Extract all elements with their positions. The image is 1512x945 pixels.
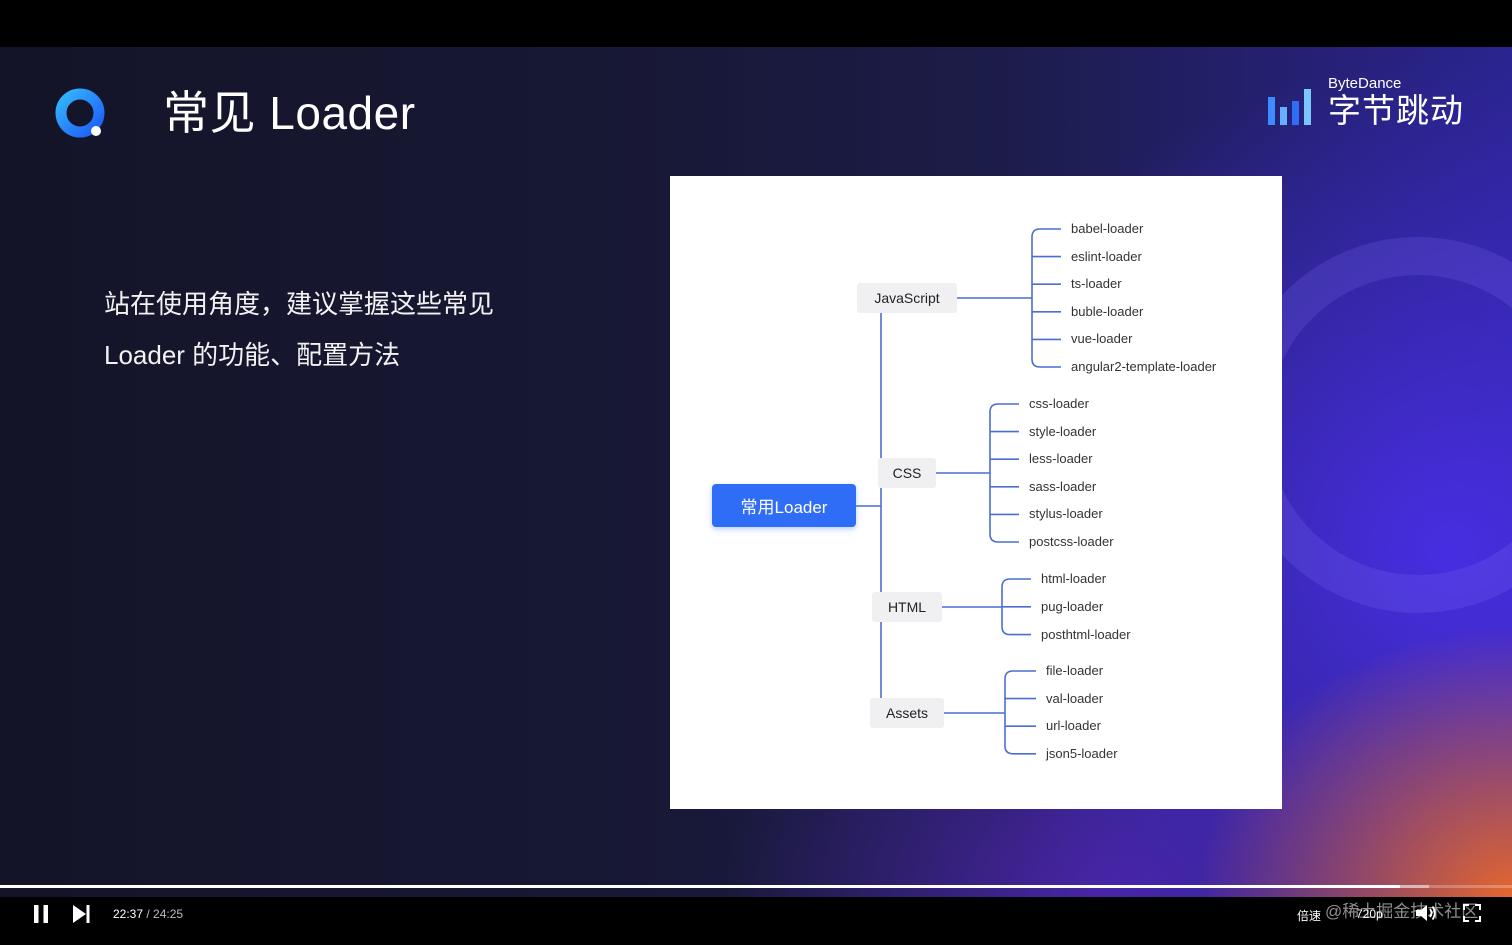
mindmap-category: HTML — [872, 592, 942, 622]
mindmap-leaf: babel-loader — [1071, 221, 1144, 236]
mindmap-leaf: postcss-loader — [1029, 534, 1114, 549]
mindmap-leaf: file-loader — [1046, 663, 1104, 678]
connector-line — [989, 403, 1019, 413]
speed-button[interactable]: 倍速 — [1297, 909, 1322, 923]
description-line: Loader 的功能、配置方法 — [104, 340, 401, 370]
mindmap-leaf: eslint-loader — [1071, 248, 1142, 264]
duration: 24:25 — [153, 907, 184, 921]
connector-line — [1001, 578, 1031, 588]
volume-icon[interactable] — [1414, 902, 1438, 924]
mindmap-leaf: pug-loader — [1041, 598, 1104, 614]
pause-icon[interactable] — [30, 903, 52, 925]
time-display: 22:37 / 24:25 — [113, 907, 183, 921]
brand-chinese: 字节跳动 — [1328, 92, 1464, 129]
connector-line — [1004, 745, 1036, 755]
loader-mindmap: 常用Loader JavaScript babel-loader eslint-lo… — [670, 176, 1282, 809]
mindmap-leaf: url-loader — [1046, 718, 1101, 734]
mindmap-leaf: less-loader — [1029, 451, 1093, 467]
mindmap-leaf: posthtml-loader — [1041, 626, 1131, 642]
player-controls: 22:37 / 24:25 倍速 720p @稀土掘金技术社区 — [0, 885, 1512, 945]
watermark: @稀土掘金技术社区 — [1325, 902, 1479, 921]
description-line: 站在使用角度，建议掌握这些常见 — [104, 289, 495, 319]
mindmap-root: 常用Loader — [712, 484, 856, 527]
connector-line — [1031, 358, 1061, 368]
next-icon[interactable] — [70, 903, 92, 925]
brand-english: ByteDance — [1328, 75, 1402, 92]
bytedance-logo: ByteDance 字节跳动 — [1266, 75, 1476, 135]
connector-line — [1001, 626, 1031, 636]
mindmap-leaf: json5-loader — [1046, 745, 1118, 761]
fullscreen-icon[interactable] — [1463, 904, 1481, 922]
mindmap-category: JavaScript — [857, 283, 957, 313]
quality-button[interactable]: 720p — [1356, 907, 1383, 921]
mindmap-leaf: angular2-template-loader — [1071, 359, 1217, 374]
progress-fill — [0, 885, 1401, 888]
mindmap-leaf: sass-loader — [1029, 478, 1097, 494]
connector-line — [1004, 670, 1036, 680]
slide-description: 站在使用角度，建议掌握这些常见 Loader 的功能、配置方法 — [104, 279, 544, 381]
mindmap-category: CSS — [878, 458, 936, 488]
mindmap-leaf: html-loader — [1041, 571, 1107, 586]
mindmap-leaf: css-loader — [1029, 396, 1089, 411]
mindmap-leaf: val-loader — [1046, 690, 1104, 706]
connector-line — [1031, 228, 1061, 238]
slide: 常见 Loader ByteDance 字节跳动 站在使用角度，建议掌握这些常见… — [0, 47, 1512, 897]
mindmap-leaf: style-loader — [1029, 423, 1097, 439]
slide-title: 常见 Loader — [163, 87, 416, 139]
mindmap-leaf: ts-loader — [1071, 276, 1122, 292]
mindmap-leaf: buble-loader — [1071, 303, 1144, 319]
current-time: 22:37 — [113, 907, 144, 921]
mindmap-category: Assets — [870, 698, 944, 728]
course-logo-icon — [55, 88, 105, 138]
time-separator: / — [143, 907, 154, 921]
mindmap-leaf: vue-loader — [1071, 331, 1133, 347]
bytedance-bars-icon — [1268, 89, 1311, 125]
progress-buffer — [1400, 885, 1429, 888]
connector-line — [989, 533, 1019, 543]
progress-bar[interactable] — [0, 885, 1512, 888]
mindmap-leaf: stylus-loader — [1029, 506, 1103, 522]
